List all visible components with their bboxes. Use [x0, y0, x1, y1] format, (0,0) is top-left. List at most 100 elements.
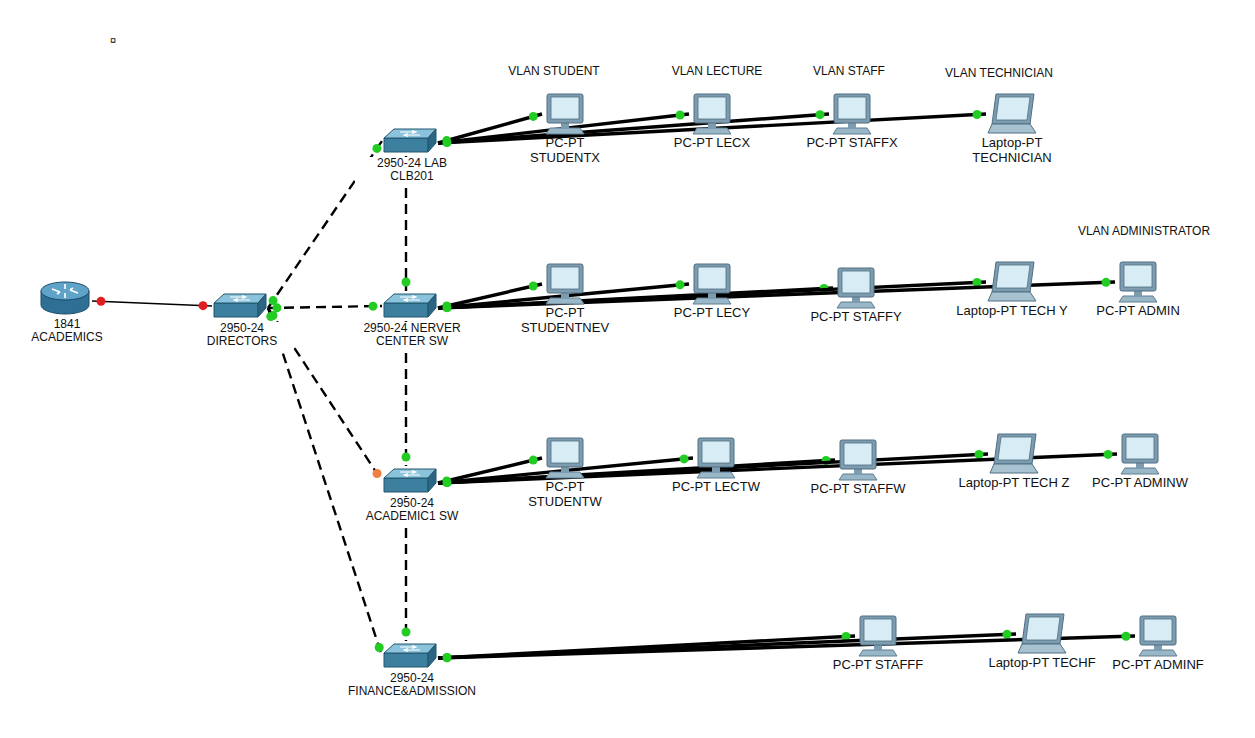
laptop-device: Laptop-PT TECHNICIAN [956, 92, 1068, 165]
switch-icon [382, 641, 438, 671]
pc-device: PC-PT STUDENTW [509, 436, 621, 509]
device-label: 2950-24 ACADEMIC1 SW [355, 497, 469, 524]
laptop-icon [988, 432, 1040, 476]
link-light [442, 303, 451, 312]
link-light [529, 282, 538, 291]
link-light [1104, 450, 1113, 459]
device-label: Laptop-PT TECHNICIAN [956, 136, 1068, 165]
device-label: 2950-24 LAB CLB201 [355, 157, 469, 184]
pc-device: PC-PT STAFFF [822, 614, 934, 673]
device-label: PC-PT LECY [656, 306, 768, 321]
vlan-group: VLAN LECTUREPC-PT LECXPC-PT LECYPC-PT LE… [655, 82, 779, 652]
pc-icon [542, 436, 588, 480]
pc-icon [689, 92, 735, 136]
device-label: Laptop-PT TECH Z [958, 476, 1070, 491]
vlan-group: VLAN TECHNICIANLaptop-PT TECHNICIANLapto… [948, 86, 1050, 726]
pc-icon [835, 438, 881, 482]
link-light [369, 302, 378, 311]
link-light [442, 653, 451, 662]
link-light [442, 138, 451, 147]
pc-device: PC-PT LECX [656, 92, 768, 151]
router-device: 1841 ACADEMICS [15, 281, 115, 345]
device-label: 2950-24 NERVER CENTER SW [345, 322, 479, 349]
vlan-group: VLAN STUDENTPC-PT STUDENTXPC-PT STUDENTN… [508, 50, 600, 738]
vlan-ellipse [655, 82, 779, 652]
device-label: Laptop-PT TECHF [986, 656, 1098, 671]
pc-icon [1115, 260, 1161, 304]
device-label: PC-PT STUDENTW [509, 480, 621, 509]
pc-icon [542, 92, 588, 136]
link-light [373, 469, 382, 478]
pc-icon [542, 262, 588, 306]
switch-icon [382, 466, 438, 496]
pc-icon [693, 436, 739, 480]
link-light [529, 456, 538, 465]
device-label: PC-PT ADMINF [1102, 658, 1214, 673]
vlan-group: VLAN ADMINISTRATORPC-PT ADMINPC-PT ADMIN… [1101, 248, 1187, 718]
link-light [266, 312, 275, 321]
link-light [199, 301, 208, 310]
switch-icon [382, 291, 438, 321]
link-light [442, 478, 451, 487]
link-light [1003, 630, 1012, 639]
device-label: PC-PT STAFFF [822, 658, 934, 673]
vlan-heading: VLAN LECTURE [670, 64, 765, 78]
pc-icon [1135, 614, 1181, 658]
device-label: PC-PT STUDENTX [509, 136, 621, 165]
device-label: Laptop-PT TECH Y [956, 304, 1068, 319]
pc-device: PC-PT ADMINF [1102, 614, 1214, 673]
laptop-device: Laptop-PT TECHF [986, 612, 1098, 671]
link-light [96, 297, 105, 306]
switch-icon [382, 126, 438, 156]
link-light [375, 643, 384, 652]
laptop-icon [986, 92, 1038, 136]
link-light [442, 138, 451, 147]
pc-device: PC-PT LECY [656, 262, 768, 321]
vlan-group: VLAN STAFFPC-PT STAFFXPC-PT STAFFYPC-PT … [807, 92, 891, 738]
pc-device: PC-PT ADMIN [1082, 260, 1194, 319]
switch-device: 2950-24 ACADEMIC1 SW [355, 466, 465, 524]
device-label: PC-PT STAFFY [800, 310, 912, 325]
device-label: PC-PT STAFFW [802, 482, 914, 497]
device-label: 1841 ACADEMICS [15, 318, 119, 345]
link-light [272, 303, 281, 312]
link-light [402, 453, 411, 462]
device-label: PC-PT STAFFX [796, 136, 908, 151]
link-light [402, 278, 411, 287]
pc-device: PC-PT STAFFW [802, 438, 914, 497]
laptop-device: Laptop-PT TECH Y [956, 260, 1068, 319]
trunk-link [268, 308, 382, 656]
pc-device: PC-PT STUDENTNEV [509, 262, 621, 335]
device-label: 2950-24 DIRECTORS [190, 322, 294, 349]
link-light [442, 303, 451, 312]
link-light [442, 478, 451, 487]
pc-icon [855, 614, 901, 658]
vlan-heading: VLAN STAFF [811, 64, 887, 78]
link-light [442, 303, 451, 312]
laptop-device: Laptop-PT TECH Z [958, 432, 1070, 491]
switch-device: 2950-24 FINANCE&ADMISSION [340, 641, 480, 699]
vlan-heading: VLAN ADMINISTRATOR [1076, 224, 1212, 238]
corner-mark: ¤ [110, 34, 116, 46]
link-light [816, 110, 825, 119]
link-light [442, 653, 451, 662]
link-light [676, 111, 685, 120]
link-light [442, 137, 451, 146]
link-light [973, 110, 982, 119]
link-light [442, 303, 451, 312]
switch-icon [212, 291, 268, 321]
link-light [1102, 278, 1111, 287]
switch-device: 2950-24 NERVER CENTER SW [345, 291, 475, 349]
device-label: PC-PT LECTW [660, 480, 772, 495]
device-label: PC-PT ADMINW [1084, 476, 1196, 491]
link-light [1122, 632, 1131, 641]
vlan-heading: VLAN STUDENT [506, 64, 601, 78]
pc-icon [829, 92, 875, 136]
device-label: 2950-24 FINANCE&ADMISSION [340, 672, 484, 699]
link-light [442, 478, 451, 487]
link-light [676, 280, 685, 289]
pc-device: PC-PT ADMINW [1084, 432, 1196, 491]
device-label: PC-PT ADMIN [1082, 304, 1194, 319]
pc-icon [833, 266, 879, 310]
